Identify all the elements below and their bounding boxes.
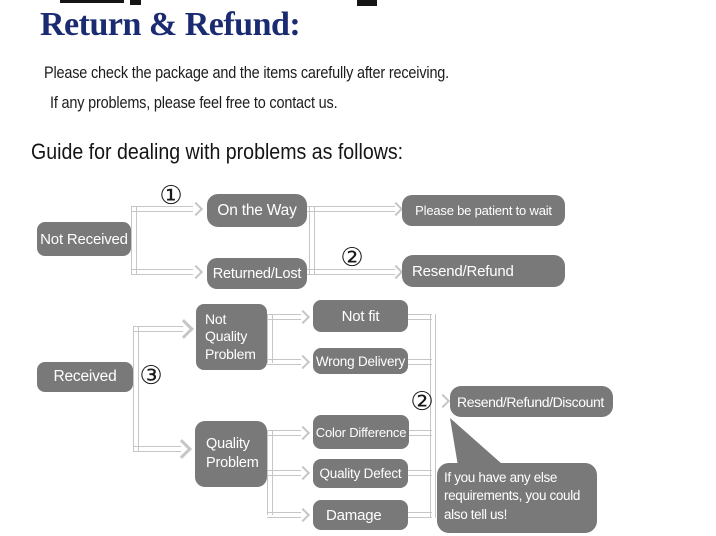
node-please-be-patient: Please be patient to wait (402, 195, 565, 226)
node-quality-defect: Quality Defect (313, 459, 408, 488)
node-resend-refund-discount: Resend/Refund/Discount (450, 386, 613, 417)
node-not-received: Not Received (37, 222, 131, 256)
arrowhead-icon (174, 319, 194, 339)
page-title: Return & Refund: (40, 6, 301, 43)
step-marker-2-bottom: ② (410, 387, 434, 417)
node-not-fit: Not fit (313, 300, 408, 332)
node-color-difference: Color Difference (313, 415, 409, 449)
node-wrong-delivery: Wrong Delivery (313, 348, 408, 374)
node-damage: Damage (313, 500, 408, 530)
node-received: Received (37, 362, 133, 392)
connector-to-please-be-patient (307, 206, 395, 212)
connector-from-quality-defect (408, 470, 432, 476)
node-quality-problem: Quality Problem (195, 421, 267, 487)
intro-line-2: If any problems, please feel free to con… (50, 93, 338, 112)
arrowhead-icon (172, 439, 192, 459)
node-not-quality-problem: Not Quality Problem (196, 304, 267, 370)
arrowhead-icon (388, 264, 404, 280)
connector-to-on-the-way (131, 206, 193, 212)
connector-to-not-fit (267, 314, 301, 320)
arrowhead-icon (188, 201, 204, 217)
connector-from-color-difference (409, 430, 432, 436)
top-crop-artifact (60, 0, 124, 3)
connector-from-not-fit (408, 314, 432, 320)
node-on-the-way: On the Way (207, 194, 307, 227)
arrowhead-icon (188, 264, 204, 280)
connector-to-quality-defect (267, 470, 301, 476)
connector-to-returned-lost (131, 269, 193, 275)
node-resend-refund: Resend/Refund (402, 255, 565, 287)
arrowhead-icon (295, 465, 311, 481)
step-marker-3: ③ (139, 361, 163, 391)
connector-not-received-bracket (131, 206, 137, 275)
connector-received-bracket (133, 326, 139, 452)
connector-to-wrong-delivery (267, 359, 301, 365)
connector-collector-bar (430, 314, 436, 518)
arrowhead-icon (295, 354, 311, 370)
connector-to-damage (267, 512, 301, 518)
connector-qp-branch-bar (267, 430, 273, 515)
step-marker-1: ① (159, 181, 183, 211)
arrowhead-icon (388, 201, 404, 217)
connector-from-wrong-delivery (408, 359, 432, 365)
connector-to-color-difference (267, 430, 301, 436)
connector-to-quality-problem (133, 446, 181, 452)
connector-nqp-branch-bar (267, 314, 273, 363)
top-crop-artifact (130, 0, 141, 5)
arrowhead-icon (295, 507, 311, 523)
step-marker-2-top: ② (340, 243, 364, 273)
connector-to-not-quality-problem (133, 326, 183, 332)
connector-to-resend-refund (307, 269, 395, 275)
speech-bubble-tail (450, 418, 502, 466)
speech-bubble: If you have any else requirements, you c… (437, 463, 597, 533)
guide-heading: Guide for dealing with problems as follo… (31, 139, 404, 164)
arrowhead-icon (435, 393, 451, 409)
arrowhead-icon (295, 309, 311, 325)
arrowhead-icon (295, 425, 311, 441)
node-returned-lost: Returned/Lost (207, 258, 307, 289)
intro-line-1: Please check the package and the items c… (44, 63, 450, 82)
top-crop-artifact (357, 0, 377, 6)
connector-merge-bar (309, 206, 315, 275)
connector-from-damage (408, 512, 432, 518)
